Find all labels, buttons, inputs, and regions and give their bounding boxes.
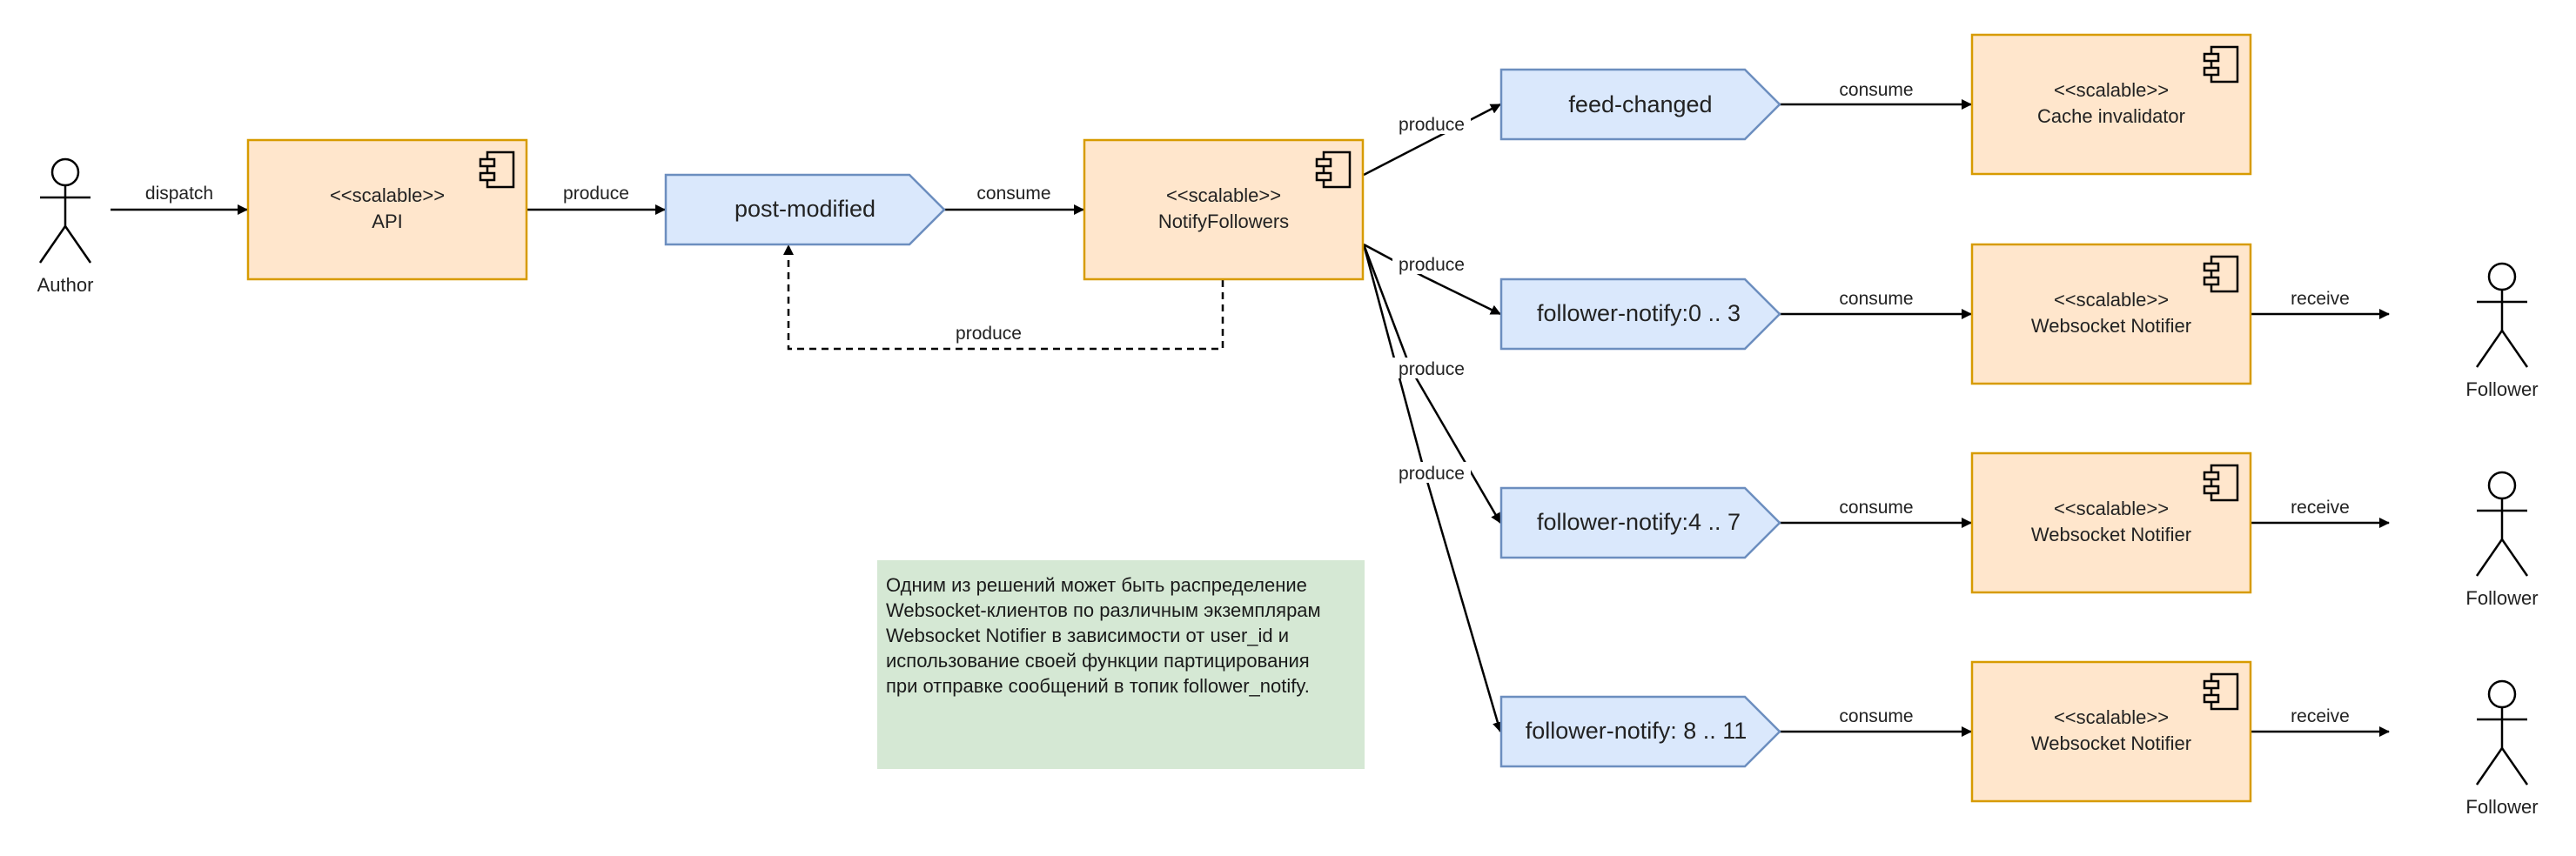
component-api-name: API xyxy=(372,211,402,232)
edge-label-feed-produce: produce xyxy=(1399,115,1465,135)
edge-label-api-produce: produce xyxy=(563,184,629,204)
actor-author-label: Author xyxy=(37,274,94,296)
edge-label-fn03-consume: consume xyxy=(1839,289,1913,309)
topic-feed-changed[interactable]: feed-changed xyxy=(1499,68,1781,141)
edge-label-fn03-produce: produce xyxy=(1399,255,1465,275)
component-ws-notifier-2[interactable]: <<scalable>> Websocket Notifier xyxy=(1970,451,2252,594)
edge-label-fn47-produce: produce xyxy=(1399,359,1465,379)
note-line: при отправке сообщений в топик follower_… xyxy=(886,675,1310,697)
edge-label-receive-2: receive xyxy=(2291,498,2350,518)
topic-follower-notify-8-11-label: follower-notify: 8 .. 11 xyxy=(1526,718,1748,744)
note-line: использование своей функции партицирован… xyxy=(886,650,1310,672)
note-box: Одним из решений может быть распределени… xyxy=(877,560,1365,769)
actor-follower-1-label: Follower xyxy=(2465,378,2538,400)
actor-author xyxy=(38,157,92,264)
note-line: Websocket Notifier в зависимости от user… xyxy=(886,625,1290,646)
edge-label-fn811-consume: consume xyxy=(1839,706,1913,726)
edge-label-post-consume: consume xyxy=(976,184,1050,204)
edge-labels: dispatch produce consume produce produce… xyxy=(138,80,2350,726)
topic-follower-notify-4-7[interactable]: follower-notify:4 .. 7 xyxy=(1499,486,1781,559)
component-cache-invalidator[interactable]: <<scalable>> Cache invalidator xyxy=(1970,33,2252,176)
component-ws-notifier-1[interactable]: <<scalable>> Websocket Notifier xyxy=(1970,243,2252,385)
topic-follower-notify-8-11[interactable]: follower-notify: 8 .. 11 xyxy=(1499,695,1781,768)
edge-label-receive-3: receive xyxy=(2291,706,2350,726)
component-notify-followers[interactable]: <<scalable>> NotifyFollowers xyxy=(1083,138,1365,281)
component-notify-followers-name: NotifyFollowers xyxy=(1158,211,1289,232)
topic-follower-notify-4-7-label: follower-notify:4 .. 7 xyxy=(1537,509,1741,535)
component-ws-notifier-1-name: Websocket Notifier xyxy=(2031,315,2191,337)
component-ws-notifier-2-stereotype: <<scalable>> xyxy=(2054,498,2169,519)
component-cache-invalidator-stereotype: <<scalable>> xyxy=(2054,79,2169,101)
component-ws-notifier-3-stereotype: <<scalable>> xyxy=(2054,706,2169,728)
feed-produce-edge xyxy=(1363,103,1501,177)
component-api-stereotype: <<scalable>> xyxy=(330,184,445,206)
edge-label-loop-produce: produce xyxy=(956,324,1022,344)
actor-follower-2 xyxy=(2475,471,2529,577)
actor-follower-3-label: Follower xyxy=(2465,796,2538,818)
component-ws-notifier-3[interactable]: <<scalable>> Websocket Notifier xyxy=(1970,660,2252,803)
actor-follower-1 xyxy=(2475,262,2529,368)
note-line: Одним из решений может быть распределени… xyxy=(886,574,1307,596)
edge-label-fn811-produce: produce xyxy=(1399,464,1465,484)
component-ws-notifier-1-stereotype: <<scalable>> xyxy=(2054,289,2169,311)
topic-feed-changed-label: feed-changed xyxy=(1568,91,1712,117)
topic-follower-notify-0-3[interactable]: follower-notify:0 .. 3 xyxy=(1499,278,1781,351)
edge-label-receive-1: receive xyxy=(2291,289,2350,309)
actor-follower-3 xyxy=(2475,679,2529,786)
component-api[interactable]: <<scalable>> API xyxy=(246,138,528,281)
topic-follower-notify-0-3-label: follower-notify:0 .. 3 xyxy=(1537,300,1741,326)
component-ws-notifier-2-name: Websocket Notifier xyxy=(2031,524,2191,545)
edge-label-dispatch: dispatch xyxy=(145,184,213,204)
topic-post-modified-label: post-modified xyxy=(735,196,875,222)
edge-label-fn47-consume: consume xyxy=(1839,498,1913,518)
topic-post-modified[interactable]: post-modified xyxy=(664,173,946,246)
component-cache-invalidator-name: Cache invalidator xyxy=(2037,105,2185,127)
component-ws-notifier-3-name: Websocket Notifier xyxy=(2031,732,2191,754)
note-line: Websocket-клиентов по различным экземпля… xyxy=(886,599,1321,621)
fn03-produce-edge xyxy=(1363,243,1501,316)
component-notify-followers-stereotype: <<scalable>> xyxy=(1166,184,1281,206)
edge-label-feed-consume: consume xyxy=(1839,80,1913,100)
loop-produce-edge xyxy=(783,244,1224,351)
actor-follower-2-label: Follower xyxy=(2465,587,2538,609)
